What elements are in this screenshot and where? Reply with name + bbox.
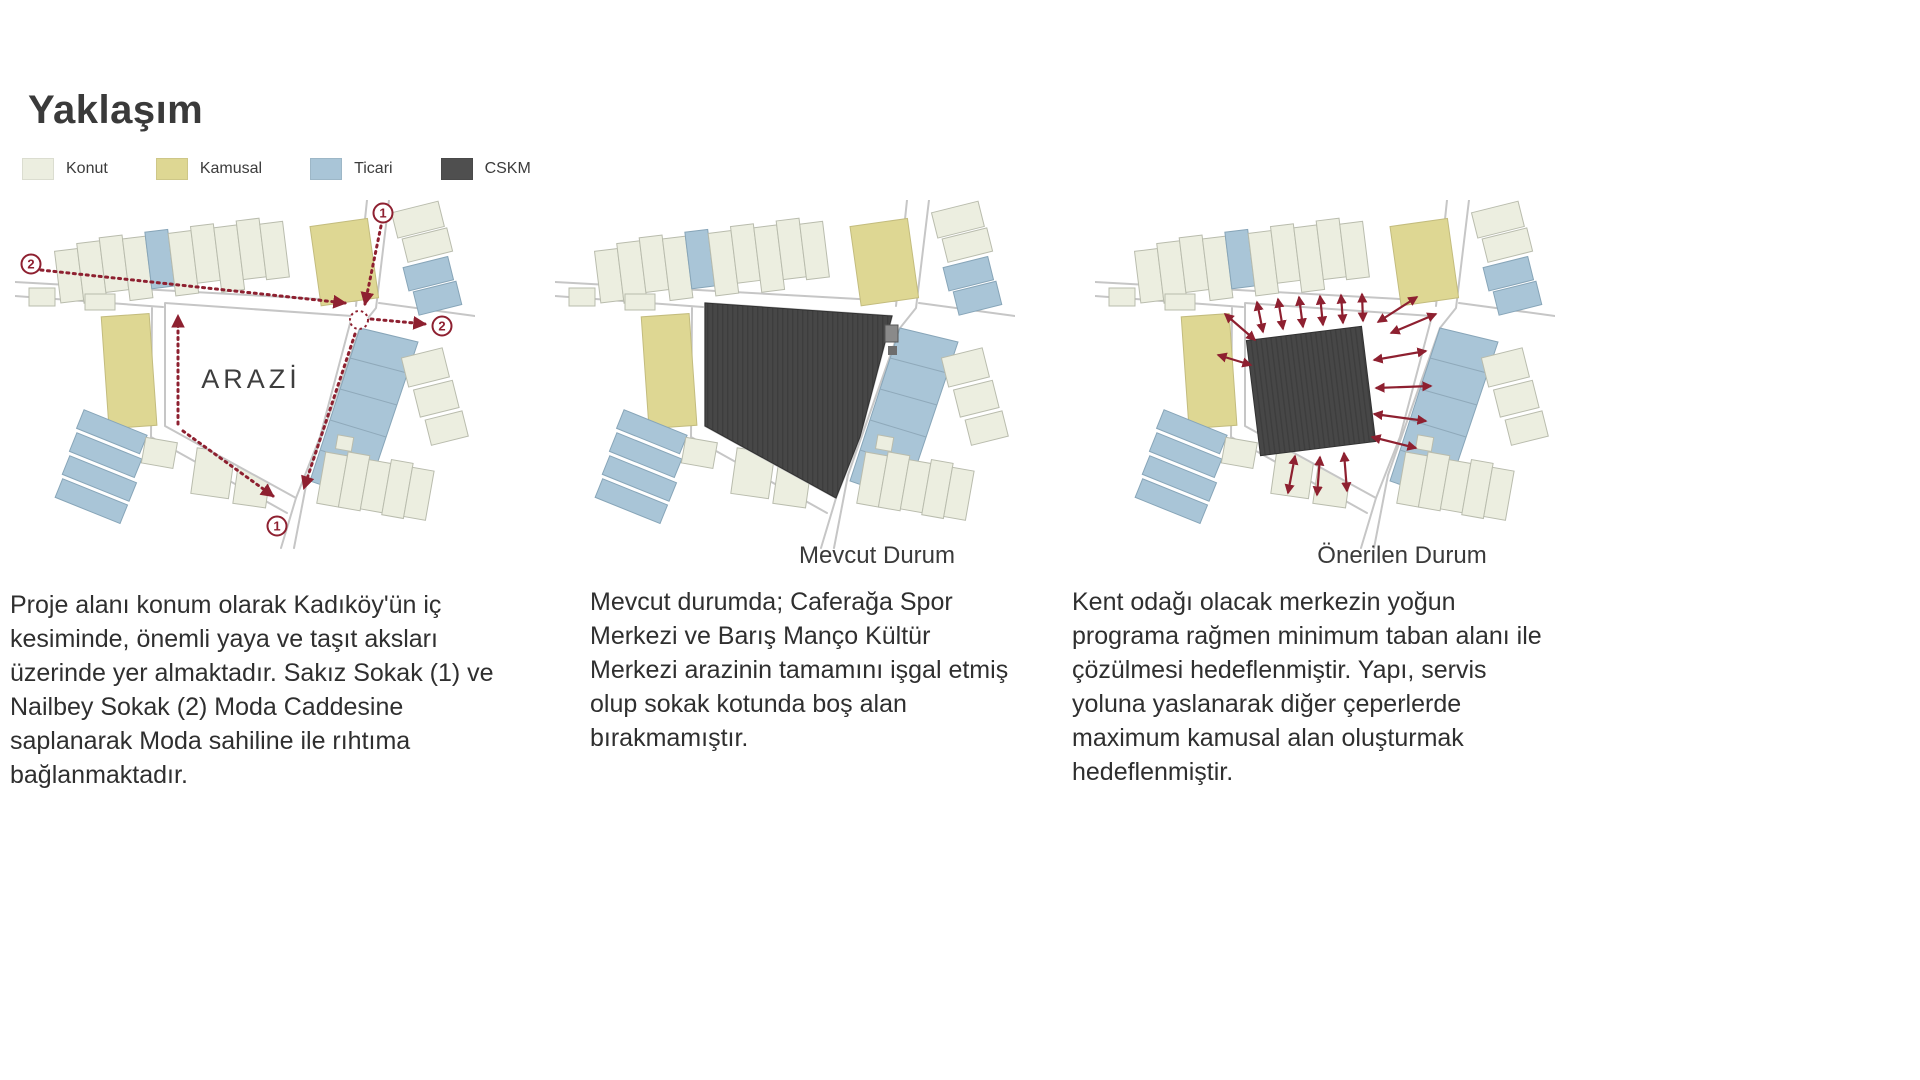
caption-proposed: Önerilen Durum (1317, 542, 1487, 569)
paragraph-current: Mevcut durumda; Caferağa Spor Merkezi ve… (590, 588, 1009, 752)
legend-label: Ticari (354, 160, 393, 177)
route-marker-2-left: 2 (20, 253, 42, 275)
existing-building-mass (704, 302, 899, 499)
cskm-swatch (440, 158, 473, 180)
map-current (555, 200, 1015, 549)
page-title: Yaklaşım (28, 88, 204, 132)
svg-text:2: 2 (27, 257, 34, 272)
legend-item-kamusal: Kamusal (155, 158, 263, 180)
konut-swatch (22, 158, 54, 180)
route-marker-1-top: 1 (372, 202, 394, 224)
paragraph-approach: Proje alanı konum olarak Kadıköy'ün iç k… (10, 591, 494, 789)
map-proposed (1095, 200, 1555, 549)
kamusal-swatch (155, 158, 188, 180)
svg-text:2: 2 (438, 319, 445, 334)
proposed-building (1245, 325, 1377, 457)
legend: Konut Kamusal Ticari CSKM (22, 158, 579, 180)
svg-text:1: 1 (273, 519, 280, 534)
legend-label: Konut (66, 160, 108, 177)
route-markers: 2 1 2 1 (20, 202, 453, 537)
expansion-arrows (1216, 292, 1438, 497)
map-approach: ARAZİ 2 1 2 1 (15, 200, 475, 549)
roundabout (349, 310, 369, 330)
paragraph-proposed: Kent odağı olacak merkezin yoğun program… (1072, 588, 1542, 786)
legend-label: Kamusal (199, 160, 263, 177)
circulation-routes (39, 224, 428, 498)
route-marker-2-right: 2 (431, 315, 453, 337)
legend-label: CSKM (484, 160, 531, 177)
site-label: ARAZİ (201, 363, 301, 394)
legend-item-cskm: CSKM (440, 158, 531, 180)
legend-item-ticari: Ticari (310, 158, 393, 180)
ticari-swatch (310, 158, 343, 180)
caption-current: Mevcut Durum (798, 542, 956, 569)
svg-text:1: 1 (379, 206, 386, 221)
legend-item-konut: Konut (22, 158, 108, 180)
route-marker-1-bottom: 1 (266, 515, 288, 537)
